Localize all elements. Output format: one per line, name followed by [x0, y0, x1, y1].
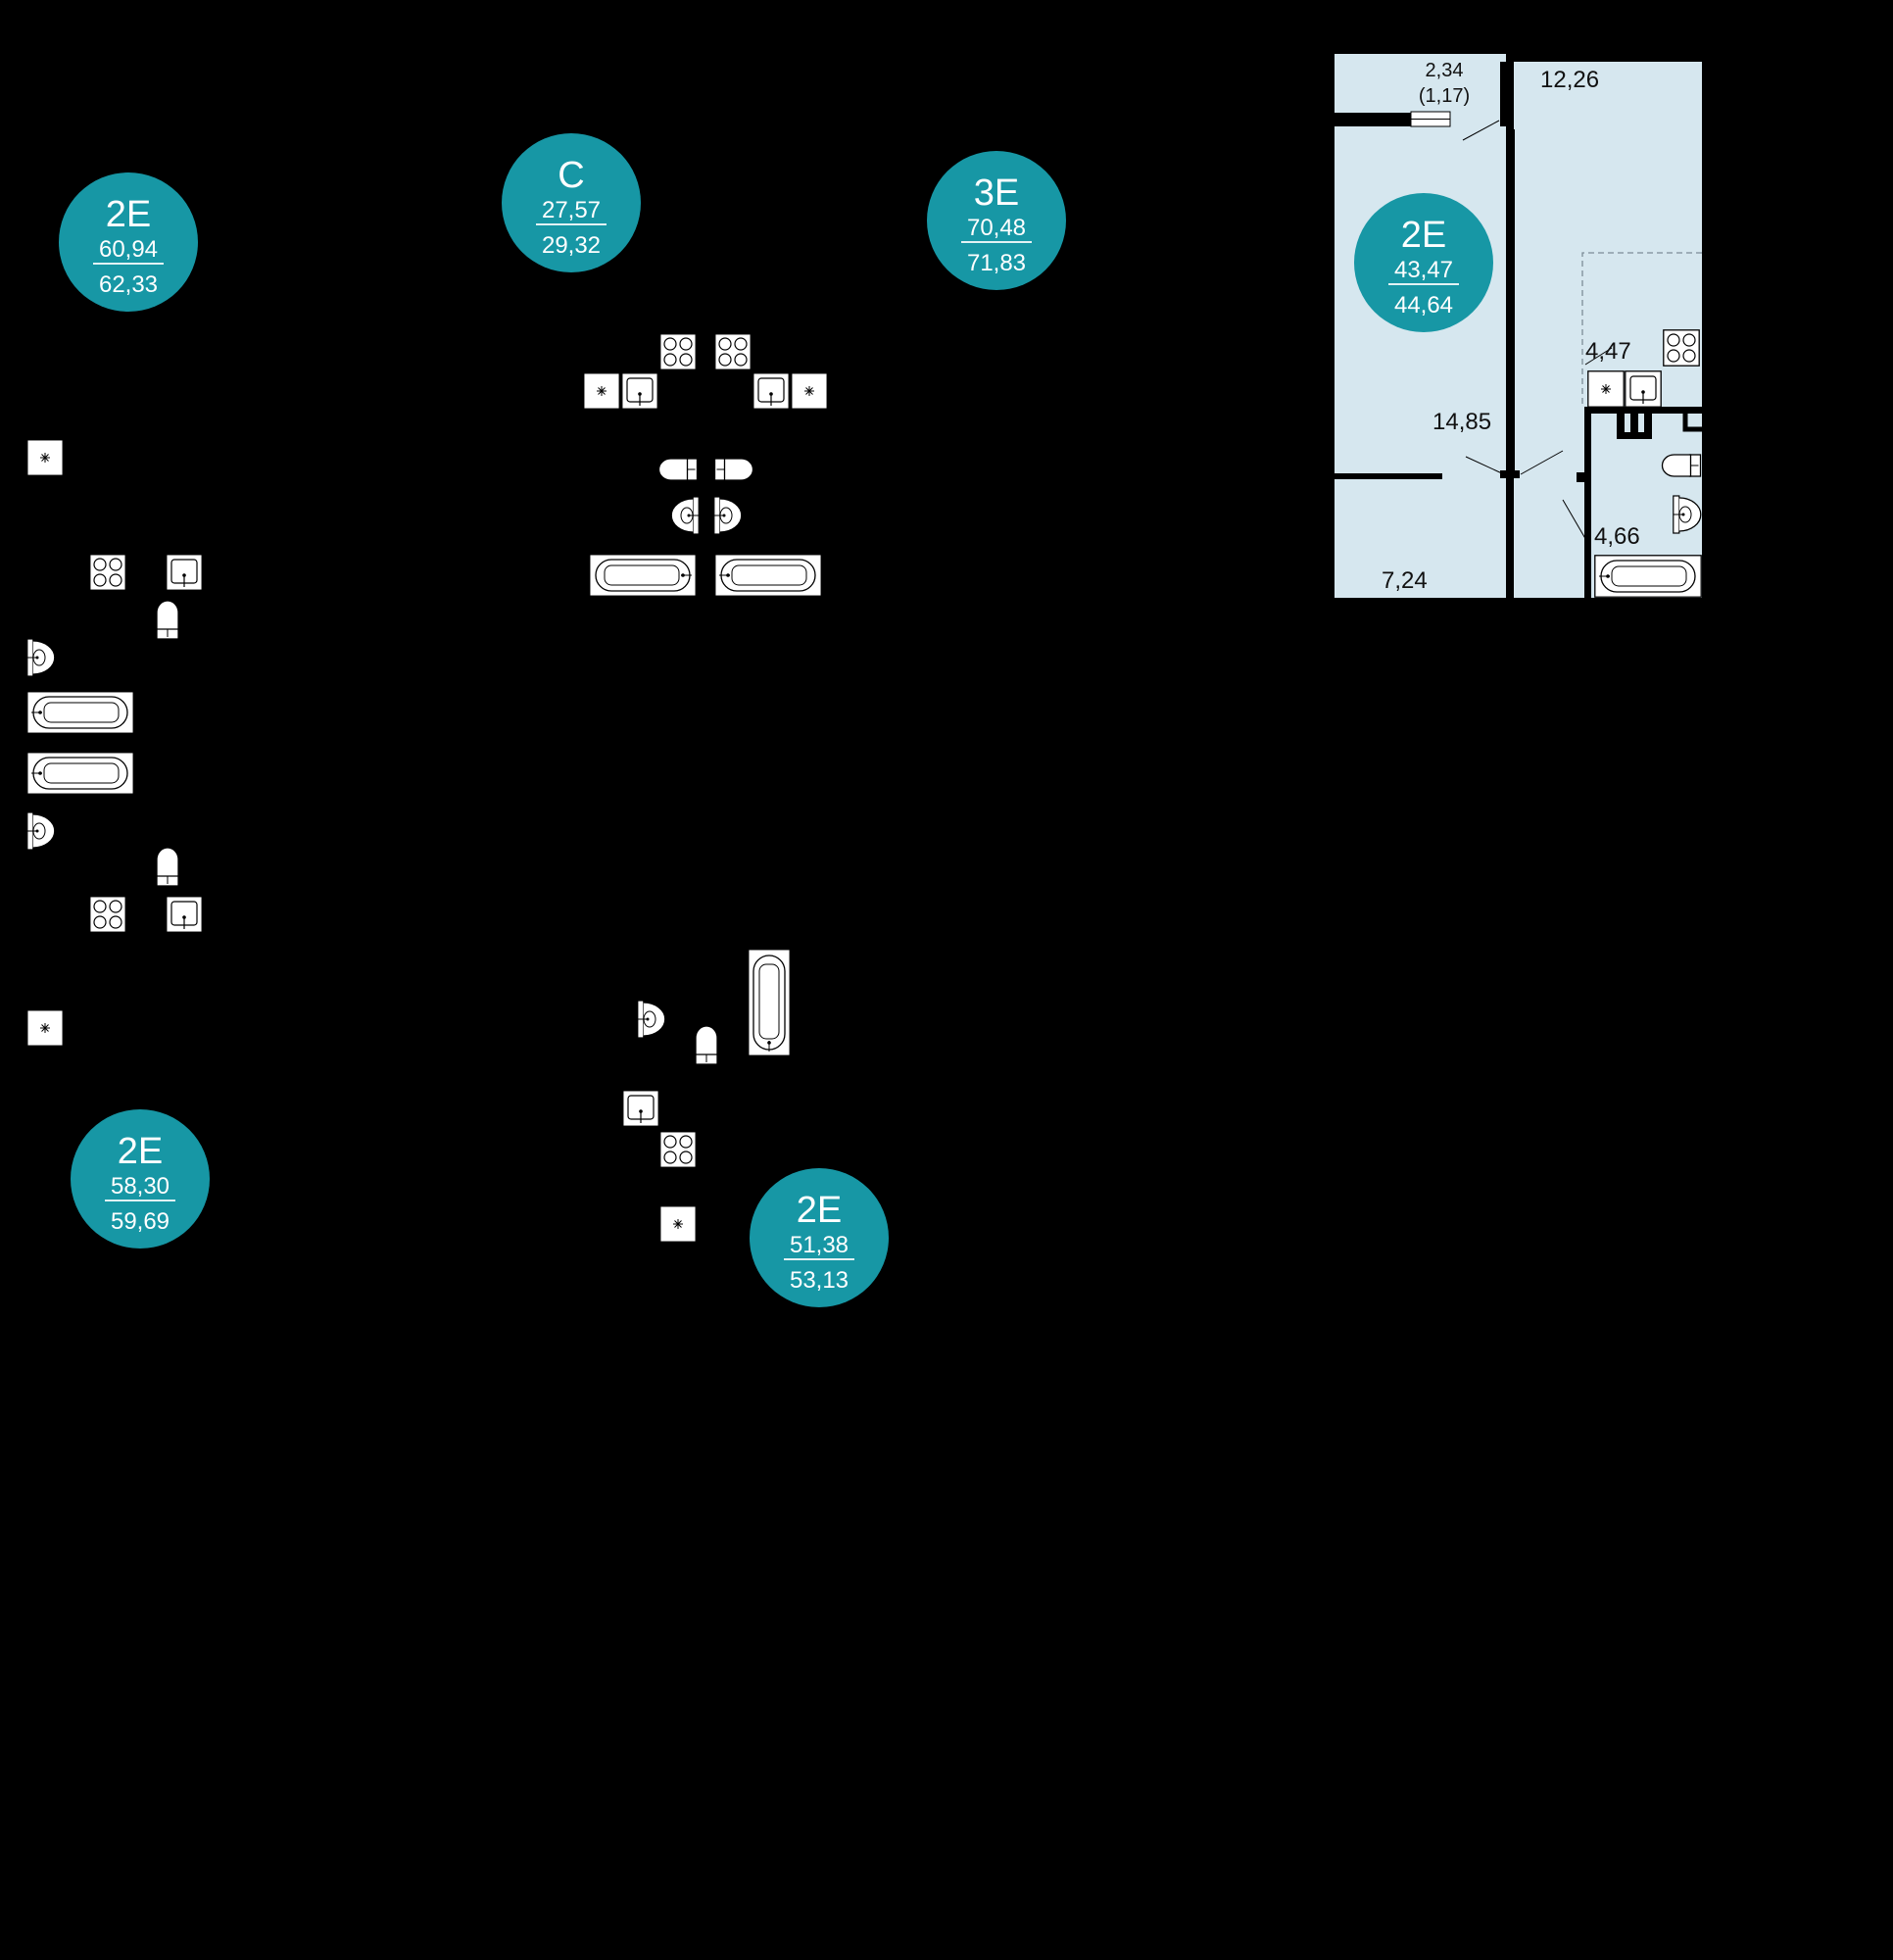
badge-type: 2E: [118, 1131, 163, 1172]
sink-icon: [1625, 370, 1662, 408]
stove-icon: [659, 333, 697, 370]
apartment-badge[interactable]: 2E 51,38 53,13: [750, 1168, 889, 1307]
washbasin-icon: [670, 496, 700, 535]
leader-living-right: [1520, 450, 1564, 475]
apartment-badge[interactable]: C 27,57 29,32: [502, 133, 641, 272]
bathtub-icon: [714, 554, 822, 597]
sink-icon: [622, 1090, 659, 1127]
toilet-icon: [1661, 454, 1702, 477]
badge-living-area: 58,30: [111, 1173, 170, 1200]
balcony-reduced-label: (1,17): [1419, 85, 1470, 107]
fridge-icon: [583, 372, 620, 410]
living-area-label: 14,85: [1432, 409, 1491, 435]
badge-total-area: 71,83: [967, 250, 1026, 276]
badge-circle: [502, 133, 641, 272]
stove-icon: [89, 554, 126, 591]
fixtures-left: [26, 439, 203, 1047]
bathtub-icon: [748, 949, 791, 1056]
balcony-area-label: 2,34: [1426, 60, 1464, 81]
fridge-icon: [791, 372, 828, 410]
bathtub-icon: [26, 752, 134, 795]
apartment-badge[interactable]: 2E 60,94 62,33: [59, 172, 198, 312]
fridge-icon: [659, 1205, 697, 1243]
vent-shaft-1: [1617, 412, 1625, 439]
apartment-badge[interactable]: 2E 58,30 59,69: [71, 1109, 210, 1249]
hall-area-label: 7,24: [1382, 567, 1428, 594]
vent-shaft-2: [1630, 412, 1638, 439]
leader-bath: [1562, 499, 1588, 543]
badge-circle: [927, 151, 1066, 290]
wall-doorpost: [1500, 470, 1520, 478]
stove-icon: [1663, 329, 1700, 367]
stove-icon: [89, 896, 126, 933]
leader-kitchen: [1584, 347, 1613, 366]
stove-icon: [659, 1131, 697, 1168]
badge-total-area: 59,69: [111, 1208, 170, 1235]
badge-type: 2E: [797, 1190, 842, 1231]
fridge-icon: [26, 1009, 64, 1047]
wall-partition-vertical: [1507, 129, 1515, 477]
kitchen-zone-dashed: [1581, 252, 1702, 407]
stove-icon: [714, 333, 752, 370]
washbasin-icon: [26, 638, 56, 677]
toilet-icon: [156, 600, 179, 640]
fridge-icon: [1587, 370, 1625, 408]
badge-living-area: 27,57: [542, 197, 601, 223]
sink-icon: [166, 554, 203, 591]
fridge-icon: [26, 439, 64, 476]
washbasin-icon: [713, 496, 743, 535]
sink-icon: [166, 896, 203, 933]
washbasin-icon: [26, 811, 56, 851]
toilet-icon: [695, 1025, 718, 1065]
badge-total-area: 44,64: [1394, 292, 1453, 318]
wall-lower-short: [1584, 539, 1589, 598]
badge-living-area: 43,47: [1394, 257, 1453, 283]
badge-circle: [59, 172, 198, 312]
vent-shaft-3: [1644, 412, 1652, 439]
bathtub-icon: [1594, 555, 1702, 598]
badge-circle: [71, 1109, 210, 1249]
badge-living-area: 70,48: [967, 215, 1026, 241]
apartment-badge[interactable]: 3E 70,48 71,83: [927, 151, 1066, 290]
sink-icon: [752, 372, 790, 410]
badge-type: C: [558, 155, 584, 196]
room-area-label: 12,26: [1540, 67, 1599, 93]
leader-balcony: [1462, 120, 1500, 141]
badge-type: 2E: [1401, 215, 1446, 256]
badge-total-area: 53,13: [790, 1267, 849, 1294]
wall-partition-top: [1500, 62, 1514, 126]
kitchen-area-label: 4,47: [1585, 338, 1631, 365]
badge-living-area: 51,38: [790, 1232, 849, 1258]
badge-living-area: 60,94: [99, 236, 158, 263]
wall-balcony: [1335, 113, 1415, 126]
bath-area-label: 4,66: [1594, 523, 1640, 550]
fixtures-center-top: [583, 333, 828, 597]
bathtub-icon: [26, 691, 134, 734]
badge-total-area: 29,32: [542, 232, 601, 259]
vent-shaft-base: [1617, 432, 1652, 439]
wall-bath-vertical: [1584, 410, 1591, 598]
toilet-icon: [156, 847, 179, 887]
apartment-2e-highlighted[interactable]: 2,34 (1,17) 12,26 14,85 4,47 4,66 7,24: [1335, 54, 1702, 598]
wall-hall-horizontal: [1335, 473, 1442, 479]
wall-bath-horizontal: [1584, 407, 1702, 414]
sink-icon: [621, 372, 658, 410]
badge-total-area: 62,33: [99, 271, 158, 298]
badge-type: 2E: [106, 194, 151, 235]
washbasin-icon: [637, 1000, 666, 1039]
leader-living-left: [1465, 456, 1505, 475]
toilet-icon: [657, 458, 699, 481]
apartment-badge[interactable]: 2E 43,47 44,64: [1354, 193, 1493, 332]
wall-bath-stub: [1577, 472, 1585, 482]
wall-hook: [1682, 414, 1702, 432]
badge-circle: [750, 1168, 889, 1307]
badge-circle: [1354, 193, 1493, 332]
badge-type: 3E: [974, 172, 1019, 214]
toilet-icon: [713, 458, 754, 481]
bathtub-icon: [589, 554, 697, 597]
